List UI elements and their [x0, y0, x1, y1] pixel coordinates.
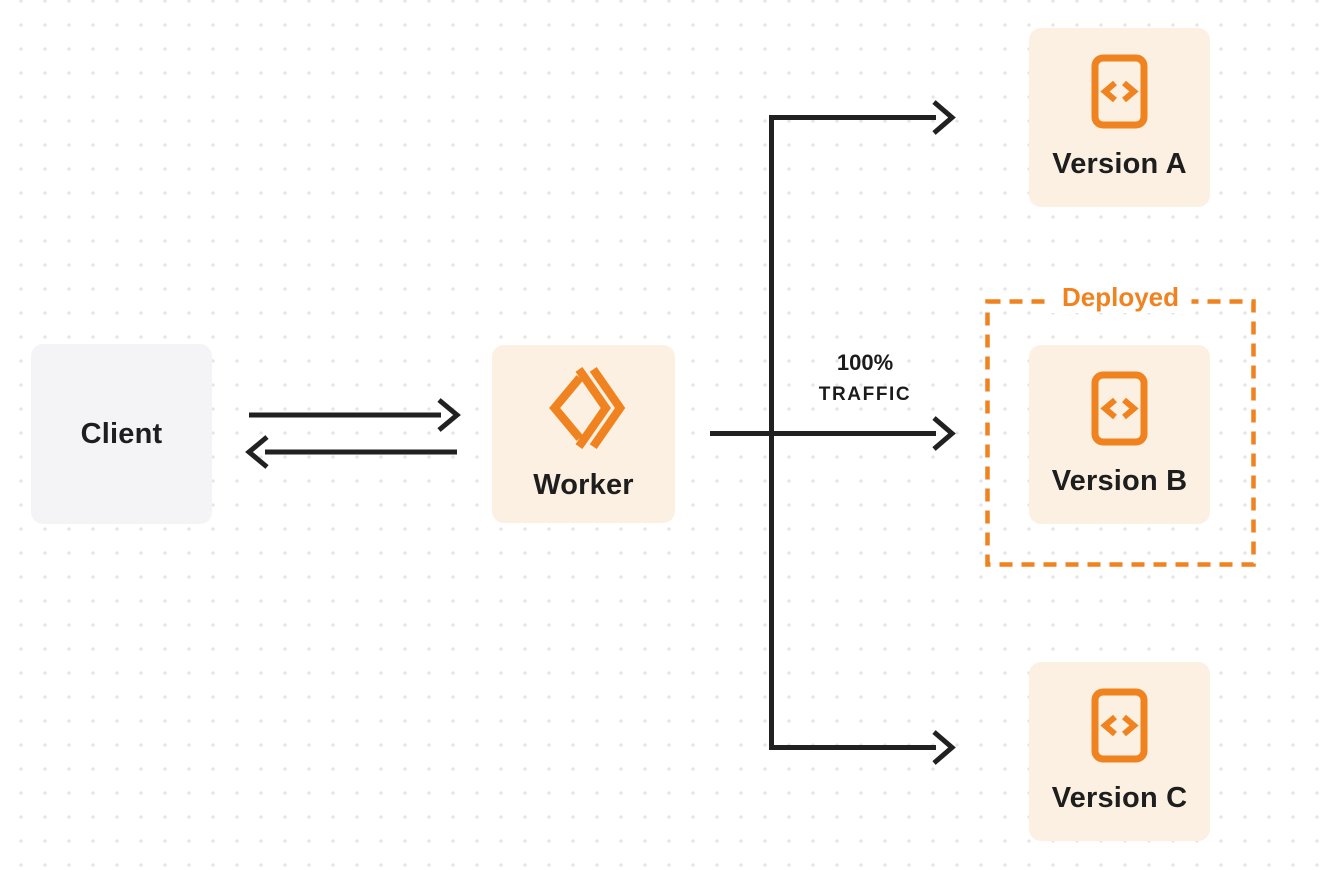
- traffic-word: TRAFFIC: [818, 384, 912, 405]
- deployed-highlight: Deployed: [985, 282, 1256, 567]
- code-page-icon: [1091, 371, 1148, 451]
- arrow-to-version-a: [932, 100, 956, 135]
- client-node: Client: [31, 344, 212, 524]
- version-a-label: Version A: [1052, 148, 1187, 180]
- code-page-icon: [1091, 688, 1148, 768]
- version-a-node: Version A: [1029, 28, 1210, 207]
- version-c-node: Version C: [1029, 662, 1210, 841]
- arrow-to-version-c: [932, 730, 956, 765]
- version-c-label: Version C: [1051, 782, 1188, 814]
- worker-label: Worker: [533, 469, 634, 501]
- arrow-to-version-b: [710, 416, 956, 451]
- deployed-badge: Deployed: [1049, 282, 1192, 313]
- version-b-node: Version B: [1029, 345, 1210, 524]
- client-to-worker-arrow: [249, 398, 461, 432]
- worker-to-client-arrow: [245, 435, 457, 469]
- cloudflare-workers-icon: [542, 366, 626, 455]
- worker-node: Worker: [492, 345, 675, 523]
- version-b-label: Version B: [1051, 465, 1188, 497]
- traffic-annotation: 100% TRAFFIC: [780, 348, 950, 411]
- code-page-icon: [1091, 54, 1148, 134]
- client-label: Client: [80, 417, 163, 450]
- traffic-percent: 100%: [836, 350, 894, 375]
